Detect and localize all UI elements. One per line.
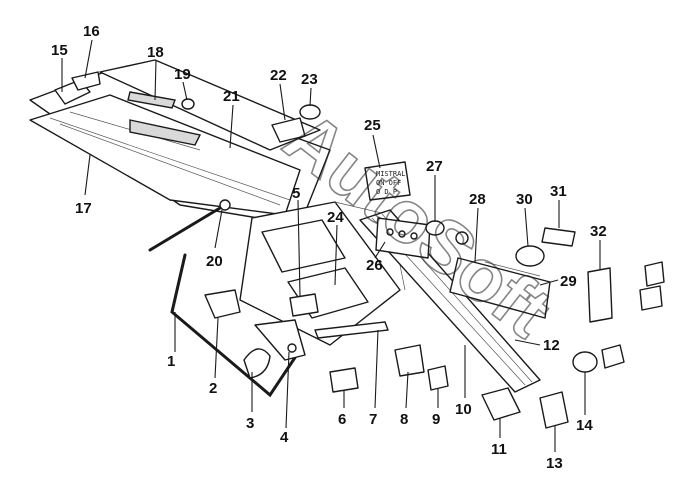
callout-3: 3 [246,415,254,432]
callout-12: 12 [543,337,560,354]
release-rod [170,253,302,398]
callout-7: 7 [369,411,377,428]
callout-32: 32 [590,223,607,240]
callout-22: 22 [270,67,287,84]
callout-24: 24 [327,209,344,226]
leader-lines [61,39,601,452]
callout-2: 2 [209,380,217,397]
catch-8 [394,344,425,377]
callout-28: 28 [469,191,486,208]
callout-10: 10 [455,401,472,418]
callout-27: 27 [426,158,443,175]
callout-5: 5 [292,185,300,202]
callout-21: 21 [223,88,240,105]
callout-30: 30 [516,191,533,208]
callout-20: 20 [206,253,223,270]
callout-6: 6 [338,411,346,428]
retaining-clip [289,293,319,317]
bracket-22-23 [271,104,321,143]
callout-labels: 1 2 3 4 5 6 7 8 9 10 11 12 13 14 15 16 1… [51,23,607,472]
control-knob [515,245,545,267]
callout-13: 13 [546,455,563,472]
callout-18: 18 [147,44,164,61]
connector-block [587,261,665,323]
plate-line-3: O D P [376,188,397,196]
mount-clip [329,367,359,393]
callout-23: 23 [301,71,318,88]
callout-4: 4 [280,429,289,446]
side-bracket [539,391,569,429]
callout-29: 29 [560,273,577,290]
callout-17: 17 [75,200,92,217]
callout-11: 11 [491,441,507,458]
callout-14: 14 [576,417,593,434]
bulb-holder [572,344,625,373]
callout-16: 16 [83,23,100,40]
pull-handle [243,348,271,379]
callout-9: 9 [432,411,440,428]
support-strut [148,199,231,252]
trim-strip [314,321,389,339]
plate-line-2: ON OFF [376,179,401,187]
callout-19: 19 [174,66,191,83]
end-cap [481,387,521,421]
callout-1: 1 [167,353,175,370]
callout-31: 31 [550,183,567,200]
switch-bank [375,217,431,259]
bezel-frame [449,257,551,319]
switch-plate: MISTRAL ON OFF O D P [364,161,411,201]
key-lock [425,220,469,245]
glovebox-bin [239,201,406,346]
rocker-switch [541,227,576,247]
callout-25: 25 [364,117,381,134]
callout-8: 8 [400,411,408,428]
callout-15: 15 [51,42,68,59]
plate-line-1: MISTRAL [376,170,406,178]
catch-9 [427,365,449,391]
hinge-bracket [204,289,241,319]
callout-26: 26 [366,257,383,274]
clip-15-16 [54,71,101,105]
latch-mechanism [254,319,306,361]
